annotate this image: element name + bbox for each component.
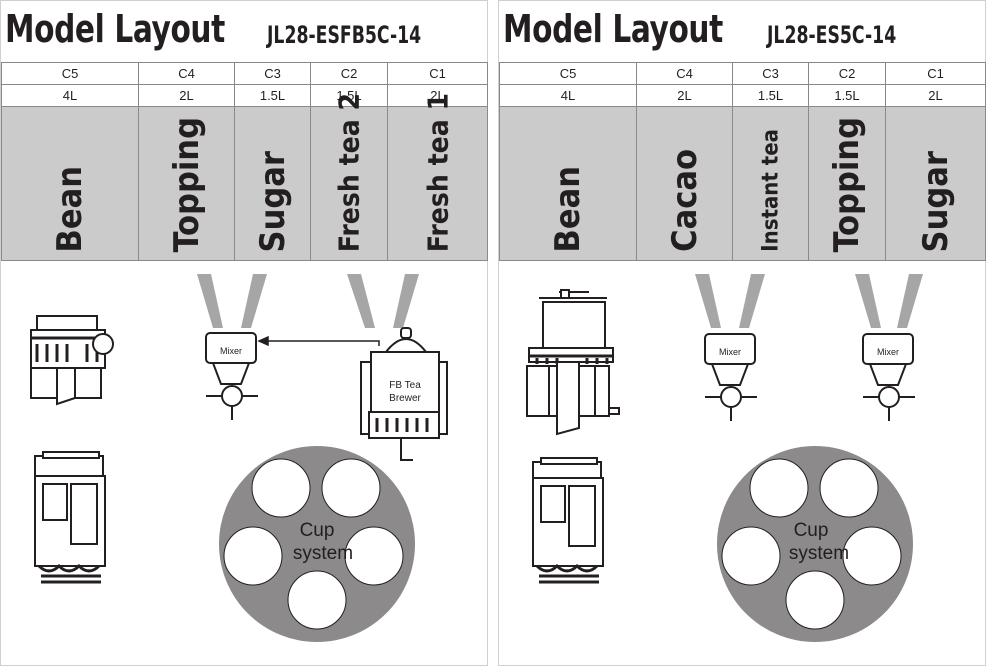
title-text: Model Layout (5, 7, 225, 51)
brewer-label-line1: FB Tea (389, 380, 421, 391)
ingredient-label-fresh-tea-1: Fresh tea 1 (421, 92, 454, 252)
capacity-c4: 2L (138, 84, 235, 107)
powder-chutes (197, 274, 419, 328)
grinder-icon (30, 315, 114, 406)
layout-panel-es5c: Model Layout JL28-ES5C-14 C5 C4 C3 C2 C1… (498, 0, 986, 666)
chute-topping-b (241, 274, 267, 328)
cup-label-line2: system (789, 543, 849, 564)
mixer-icon (862, 333, 915, 421)
chute-fresh-tea-2 (347, 274, 375, 328)
mixer-label: Mixer (220, 346, 242, 356)
cup-label-line2: system (293, 543, 353, 564)
chute-topping-a (855, 274, 881, 328)
position-row: C5 C4 C3 C2 C1 (1, 62, 488, 85)
ingredient-label-sugar: Sugar (252, 150, 293, 252)
model-number: JL28-ESFB5C-14 (267, 21, 422, 49)
layout-panel-esfb5c: Model Layout JL28-ESFB5C-14 C5 C4 C3 C2 … (0, 0, 488, 666)
capacity-c2: 1.5L (808, 84, 886, 107)
cup-label-line1: Cup (300, 520, 335, 541)
cup-system-icon (717, 446, 913, 642)
panel-title: Model Layout JL28-ESFB5C-14 (5, 7, 421, 59)
canister-table: C5 C4 C3 C2 C1 4L 2L 1.5L 1.5L 2L Bean C… (499, 62, 986, 261)
ingredient-cell-c3: Sugar (234, 106, 311, 261)
grinder-icon (526, 289, 620, 436)
position-row: C5 C4 C3 C2 C1 (499, 62, 986, 85)
capacity-c3: 1.5L (234, 84, 311, 107)
position-c5: C5 (499, 62, 637, 85)
ingredient-cell-c2: Topping (808, 106, 886, 261)
capacity-c1: 2L (885, 84, 986, 107)
machine-diagram: Mixer FB Tea Brewer Cup (30, 274, 448, 642)
powder-chutes (695, 274, 923, 328)
ingredient-cell-c1: Fresh tea 1 (387, 93, 488, 261)
position-c3: C3 (234, 62, 311, 85)
ingredient-label-cacao: Cacao (664, 149, 705, 252)
capacity-c4: 2L (636, 84, 733, 107)
canister-table: C5 C4 C3 C2 C1 4L 2L 1.5L 1.5L 2L Bean T… (1, 62, 488, 261)
ingredient-cell-c2: Fresh tea 2 (310, 93, 388, 261)
capacity-c5: 4L (499, 84, 637, 107)
ingredient-label-bean: Bean (50, 165, 90, 252)
brewer-unit-icon (34, 451, 106, 584)
chute-topping-a (197, 274, 223, 328)
chute-cacao-b (739, 274, 765, 328)
position-c4: C4 (636, 62, 733, 85)
ingredient-label-fresh-tea-2: Fresh tea 2 (332, 92, 366, 252)
position-c1: C1 (387, 62, 488, 85)
cup-system-icon (219, 446, 415, 642)
position-c5: C5 (1, 62, 139, 85)
ingredient-cell-c3: Instant tea (732, 106, 809, 261)
ingredient-cell-c4: Topping (138, 106, 235, 261)
flow-arrow (257, 335, 380, 347)
brewer-unit-icon (532, 457, 604, 584)
chute-topping-b (897, 274, 923, 328)
position-c2: C2 (808, 62, 886, 85)
brewer-label-line2: Brewer (389, 393, 421, 404)
ingredient-cell-c5: Bean (1, 106, 139, 261)
ingredient-label-bean: Bean (548, 165, 588, 252)
ingredient-cell-c1: Sugar (885, 106, 986, 261)
position-c2: C2 (310, 62, 388, 85)
ingredient-cell-c4: Cacao (636, 106, 733, 261)
cup-label-line1: Cup (794, 520, 829, 541)
ingredient-label-topping: Topping (166, 116, 207, 252)
ingredient-cell-c5: Bean (499, 106, 637, 261)
mixer-icon (704, 333, 757, 421)
tea-brewer-icon (360, 327, 448, 461)
model-number: JL28-ES5C-14 (767, 21, 897, 49)
ingredient-label-sugar: Sugar (915, 150, 956, 252)
position-c3: C3 (732, 62, 809, 85)
position-c4: C4 (138, 62, 235, 85)
capacity-row: 4L 2L 1.5L 1.5L 2L (1, 84, 488, 107)
position-c1: C1 (885, 62, 986, 85)
mixer-label: Mixer (877, 347, 899, 357)
ingredient-label-instant-tea: Instant tea (758, 129, 783, 252)
capacity-c5: 4L (1, 84, 139, 107)
ingredient-label-topping: Topping (827, 116, 867, 252)
ingredient-row: Bean Cacao Instant tea Topping Sugar (499, 106, 986, 261)
mixer-label: Mixer (719, 347, 741, 357)
capacity-c3: 1.5L (732, 84, 809, 107)
panel-title: Model Layout JL28-ES5C-14 (503, 7, 896, 59)
mixer-icon (205, 332, 258, 420)
title-text: Model Layout (503, 7, 723, 51)
chute-cacao-a (695, 274, 721, 328)
capacity-row: 4L 2L 1.5L 1.5L 2L (499, 84, 986, 107)
ingredient-row: Bean Topping Sugar Fresh tea 2 Fresh tea… (1, 93, 488, 261)
machine-diagram: Mixer Mixer Cup system (526, 274, 923, 642)
chute-fresh-tea-1 (393, 274, 419, 328)
